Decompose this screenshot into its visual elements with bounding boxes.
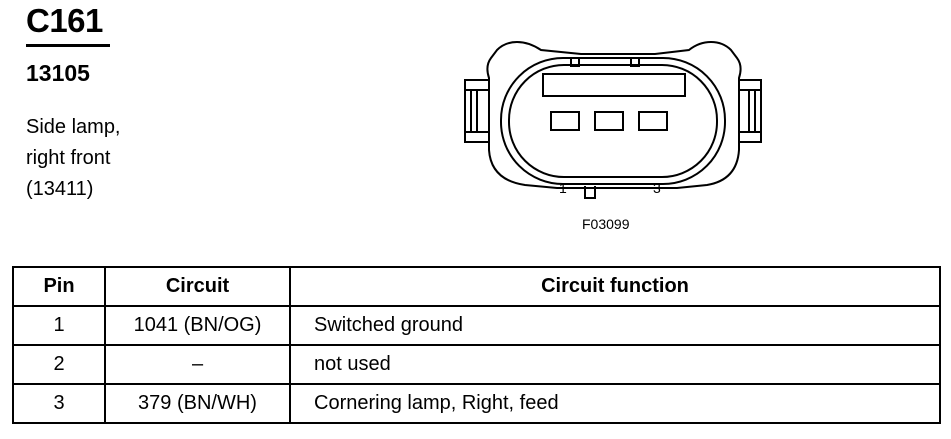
table-row: 3 379 (BN/WH) Cornering lamp, Right, fee… xyxy=(12,383,941,424)
table-row: 1 1041 (BN/OG) Switched ground xyxy=(12,305,941,346)
table-header-row: Pin Circuit Circuit function xyxy=(12,266,941,307)
pin-label: 3 xyxy=(653,180,661,196)
column-header-circuit: Circuit xyxy=(104,266,291,307)
description-line: right front xyxy=(26,147,111,169)
pin-cell: 3 xyxy=(12,383,106,424)
connector-diagram: 1 3 F03099 xyxy=(464,40,762,232)
key-slot xyxy=(542,73,686,97)
circuit-cell: 1041 (BN/OG) xyxy=(104,305,291,346)
seal-ring xyxy=(500,57,726,185)
function-cell: not used xyxy=(289,344,941,385)
table-row: 2 – not used xyxy=(12,344,941,385)
terminal-cavity-3 xyxy=(638,111,668,131)
figure-code: F03099 xyxy=(582,216,630,232)
title-underline xyxy=(26,44,110,47)
pin-cell: 1 xyxy=(12,305,106,346)
column-header-function: Circuit function xyxy=(289,266,941,307)
function-cell: Cornering lamp, Right, feed xyxy=(289,383,941,424)
part-number: 13105 xyxy=(26,60,90,86)
circuit-cell: 379 (BN/WH) xyxy=(104,383,291,424)
function-cell: Switched ground xyxy=(289,305,941,346)
column-header-pin: Pin xyxy=(12,266,106,307)
connector-description: Side lamp, right front (13411) xyxy=(26,112,121,205)
pin-label: 1 xyxy=(559,180,567,196)
seal-ring-inner xyxy=(508,64,718,178)
terminal-cavity-1 xyxy=(550,111,580,131)
connector-id: C161 xyxy=(26,2,103,39)
housing-outline xyxy=(486,40,742,189)
description-line: Side lamp, xyxy=(26,116,121,138)
pin-cell: 2 xyxy=(12,344,106,385)
circuit-cell: – xyxy=(104,344,291,385)
left-latch xyxy=(464,79,489,143)
pinout-table: Pin Circuit Circuit function 1 1041 (BN/… xyxy=(12,266,941,424)
description-line: (13411) xyxy=(26,178,94,200)
terminal-cavity-2 xyxy=(594,111,624,131)
right-latch xyxy=(739,79,762,143)
